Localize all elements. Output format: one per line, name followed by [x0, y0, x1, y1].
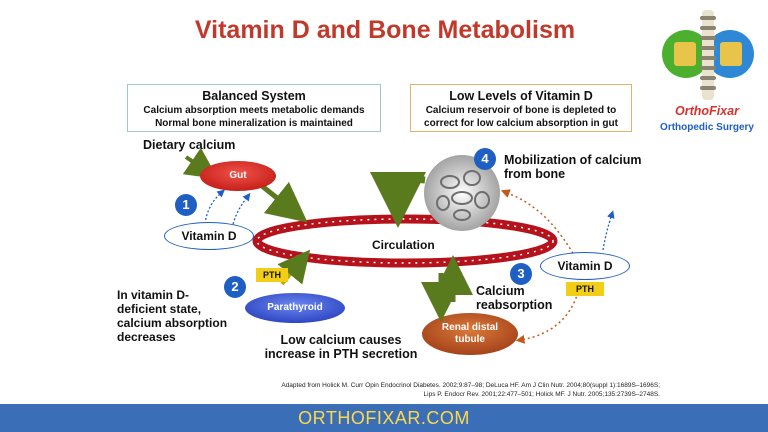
gut-organ: [200, 161, 276, 191]
pth-badge-left: PTH: [256, 268, 288, 282]
vitamin-d-left: Vitamin D: [164, 222, 254, 250]
low-calcium-label: Low calcium causes increase in PTH secre…: [256, 333, 426, 361]
logo-name: OrthoFixar: [675, 104, 739, 118]
low-heading: Low Levels of Vitamin D: [449, 89, 593, 103]
reabsorption-line1: Calcium: [476, 284, 525, 298]
low-calcium-line1: Low calcium causes: [280, 333, 402, 347]
renal-organ: [422, 313, 518, 355]
balanced-line1: Calcium absorption meets metabolic deman…: [143, 105, 365, 116]
circulation-label: Circulation: [372, 238, 435, 252]
reabsorption-line2: reabsorption: [476, 298, 553, 312]
mobilization-line2: from bone: [504, 167, 566, 181]
citation-line2: Lips P. Endocr Rev. 2001;22:477–501; Hol…: [423, 391, 660, 398]
dietary-arrow: [182, 147, 219, 180]
pth-to-renal-arc: [515, 291, 579, 344]
deficient-line1: In vitamin D-: [117, 288, 190, 302]
orthofixar-logo: [660, 4, 756, 104]
deficient-state-label: In vitamin D- deficient state, calcium a…: [117, 288, 227, 344]
balanced-line2: Normal bone mineralization is maintained: [155, 118, 353, 129]
vitamin-d-right: Vitamin D: [540, 252, 630, 280]
parathyroid-label: Parathyroid: [267, 302, 323, 313]
deficient-line3: calcium absorption: [117, 316, 228, 330]
step-3-badge: 3: [510, 263, 532, 285]
deficient-line2: deficient state,: [117, 302, 202, 316]
step-1-badge: 1: [175, 194, 197, 216]
low-line2: correct for low calcium absorption in gu…: [424, 118, 618, 129]
balanced-system-box: Balanced System Calcium absorption meets…: [127, 84, 381, 132]
deficient-line4: decreases: [117, 330, 176, 344]
renal-line2: tubule: [455, 334, 485, 345]
vitamin-d-left-label: Vitamin D: [181, 229, 237, 243]
low-calcium-line2: increase in PTH secretion: [264, 347, 418, 361]
mobilization-line1: Mobilization of calcium: [504, 153, 642, 167]
dietary-calcium-label: Dietary calcium: [143, 138, 236, 152]
logo-tagline: Orthopedic Surgery: [660, 122, 754, 133]
low-line1: Calcium reservoir of bone is depleted to: [425, 105, 617, 116]
citation-line1: Adapted from Holick M. Curr Opin Endocri…: [281, 382, 660, 389]
step-2-badge: 2: [224, 276, 246, 298]
vitd-left-arrow-2: [231, 192, 251, 229]
renal-label: Renal distal tubule: [428, 322, 512, 346]
citation: Adapted from Holick M. Curr Opin Endocri…: [160, 381, 660, 399]
diagram-graphics: [182, 147, 615, 355]
pth-badge-right: PTH: [566, 282, 604, 296]
bone-to-circulation-arrow: [370, 171, 427, 228]
renal-line1: Renal distal: [441, 322, 499, 333]
parathyroid-organ: [245, 293, 345, 323]
vitamin-d-right-label: Vitamin D: [557, 259, 613, 273]
page-title: Vitamin D and Bone Metabolism: [194, 16, 576, 44]
vitd-right-arrow: [602, 210, 615, 251]
step-4-badge: 4: [474, 148, 496, 170]
gut-label: Gut: [229, 170, 247, 181]
footer-banner[interactable]: ORTHOFIXAR.COM: [0, 404, 768, 432]
balanced-heading: Balanced System: [202, 89, 306, 103]
gut-to-circulation-arrow: [260, 181, 308, 223]
low-vitamin-d-box: Low Levels of Vitamin D Calcium reservoi…: [410, 84, 632, 132]
mobilization-label: Mobilization of calcium from bone: [504, 153, 642, 181]
reabsorption-label: Calcium reabsorption: [476, 284, 552, 312]
